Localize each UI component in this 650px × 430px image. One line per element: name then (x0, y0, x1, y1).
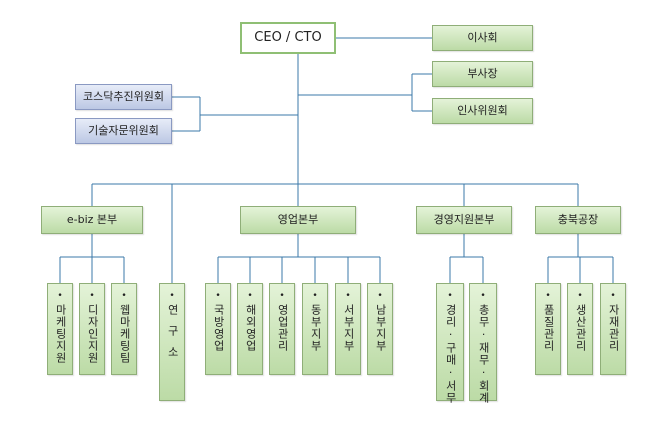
design-support-box: • 디자인지원 (79, 283, 105, 375)
ebiz-division-label: e-biz 본부 (66, 212, 118, 226)
quality-management-label: 품질관리 (542, 304, 556, 352)
ceo-box: CEO / CTO (240, 22, 336, 54)
overseas-sales-box: • 해외영업 (237, 283, 263, 375)
design-support-label: 디자인지원 (86, 304, 100, 364)
kosdaq-committee-label: 코스닥추진위원회 (83, 89, 164, 103)
accounting-purchasing-box: • 경리·구매·서무 (436, 283, 464, 404)
marketing-support-label: 마케팅지원 (54, 304, 68, 364)
management-division-label: 경영지원본부 (433, 212, 495, 226)
web-marketing-box: • 웹마케팅팀 (111, 283, 137, 375)
board-label: 이사회 (467, 30, 498, 44)
sales-division-box: 영업본부 (240, 206, 356, 234)
general-affairs-finance-box: • 총무·재무·회계 (469, 283, 497, 404)
quality-management-box: • 품질관리 (535, 283, 561, 375)
ceo-label: CEO / CTO (254, 29, 322, 45)
west-branch-label: 서부지부 (342, 304, 356, 352)
east-branch-box: • 동부지부 (302, 283, 328, 375)
general-affairs-finance-label: 총무·재무·회계 (477, 304, 491, 404)
defense-sales-box: • 국방영업 (205, 283, 231, 375)
web-marketing-label: 웹마케팅팀 (118, 304, 132, 364)
management-division-box: 경영지원본부 (416, 206, 512, 234)
tech-advisory-committee-label: 기술자문위원회 (88, 123, 159, 137)
south-branch-box: • 남부지부 (367, 283, 393, 375)
kosdaq-committee-box: 코스닥추진위원회 (75, 84, 172, 110)
ebiz-division-box: e-biz 본부 (41, 206, 143, 234)
sales-management-label: 영업관리 (276, 304, 290, 352)
defense-sales-label: 국방영업 (212, 304, 226, 352)
research-label: 연구소 (166, 304, 180, 367)
production-management-label: 생산관리 (574, 304, 588, 352)
factory-division-label: 충북공장 (557, 212, 599, 226)
hr-committee-label: 인사위원회 (457, 103, 508, 117)
materials-management-label: 자재관리 (607, 304, 621, 352)
research-box: • 연구소 (159, 283, 185, 401)
east-branch-label: 동부지부 (309, 304, 323, 352)
production-management-box: • 생산관리 (567, 283, 593, 375)
materials-management-box: • 자재관리 (600, 283, 626, 375)
factory-division-box: 충북공장 (535, 206, 621, 234)
south-branch-label: 남부지부 (374, 304, 388, 352)
sales-division-label: 영업본부 (277, 212, 319, 226)
hr-committee-box: 인사위원회 (432, 98, 533, 124)
marketing-support-box: • 마케팅지원 (47, 283, 73, 375)
overseas-sales-label: 해외영업 (244, 304, 258, 352)
vice-president-label: 부사장 (467, 66, 498, 80)
board-box: 이사회 (432, 25, 533, 51)
accounting-purchasing-label: 경리·구매·서무 (444, 304, 458, 404)
west-branch-box: • 서부지부 (335, 283, 361, 375)
vice-president-box: 부사장 (432, 61, 533, 87)
sales-management-box: • 영업관리 (269, 283, 295, 375)
tech-advisory-committee-box: 기술자문위원회 (75, 118, 172, 144)
